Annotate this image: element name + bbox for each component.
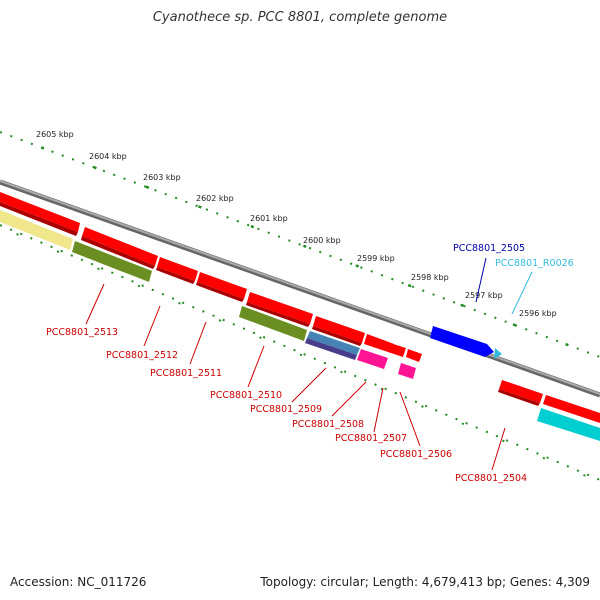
gene-feature[interactable]	[239, 306, 307, 341]
gene-label[interactable]: PCC8801_2504	[455, 473, 527, 484]
leader-line	[85, 283, 105, 325]
gene-feature[interactable]	[499, 380, 543, 403]
topology-text: Topology: circular; Length: 4,679,413 bp…	[260, 575, 590, 589]
gene-feature[interactable]	[406, 349, 422, 362]
kbp-label: 2605 kbp	[36, 130, 74, 139]
leader-line	[291, 367, 327, 403]
gene-feature-shade	[312, 326, 362, 346]
leader-line	[189, 321, 207, 365]
gene-feature-shade	[81, 236, 155, 269]
gene-feature[interactable]	[388, 343, 406, 357]
gene-label[interactable]: PCC8801_2511	[150, 368, 222, 379]
gene-features	[0, 192, 600, 441]
leader-line	[373, 387, 384, 433]
page-title: Cyanothece sp. PCC 8801, complete genome	[152, 10, 448, 25]
kbp-label: 2596 kbp	[519, 309, 557, 318]
gene-feature[interactable]	[357, 349, 388, 369]
gene-feature[interactable]	[430, 326, 494, 357]
gene-label[interactable]: PCC8801_2507	[335, 433, 407, 444]
leader-line	[331, 381, 367, 417]
gene-feature[interactable]	[543, 395, 600, 423]
gene-label[interactable]: PCC8801_2513	[46, 327, 118, 338]
kbp-label: 2601 kbp	[250, 214, 288, 223]
gene-feature[interactable]	[0, 192, 80, 232]
gene-label[interactable]: PCC8801_2506	[380, 449, 452, 460]
gene-feature[interactable]	[313, 316, 365, 343]
label-leaders	[85, 257, 533, 471]
accession-text: Accession: NC_011726	[10, 575, 147, 589]
kbp-label: 2603 kbp	[143, 173, 181, 182]
gene-feature-shade	[246, 302, 310, 327]
backbone-highlight	[0, 180, 600, 395]
gene-feature[interactable]	[0, 210, 73, 250]
kbp-label: 2602 kbp	[196, 194, 234, 203]
gene-feature[interactable]	[307, 331, 360, 355]
gene-feature[interactable]	[247, 292, 313, 324]
gene-feature-shade	[156, 267, 195, 284]
gene-label[interactable]: PCC8801_2510	[210, 390, 282, 401]
kbp-label: 2600 kbp	[303, 236, 341, 245]
leader-line	[247, 345, 265, 388]
gene-feature[interactable]	[72, 241, 152, 282]
gene-feature[interactable]	[197, 272, 247, 299]
gene-label[interactable]: PCC8801_2509	[250, 404, 322, 415]
gene-label[interactable]: PCC8801_R0026	[495, 258, 574, 269]
gene-label[interactable]: PCC8801_2505	[453, 243, 525, 254]
gene-feature[interactable]	[82, 227, 158, 266]
leader-line	[143, 305, 161, 347]
kbp-label: 2599 kbp	[357, 254, 395, 263]
gene-label[interactable]: PCC8801_2512	[106, 350, 178, 361]
gene-feature[interactable]	[305, 338, 357, 360]
gene-feature-shade	[196, 282, 244, 302]
gene-feature[interactable]	[494, 348, 502, 359]
genome-backbone	[0, 179, 600, 398]
gene-feature-shade	[0, 202, 78, 236]
gene-feature[interactable]	[537, 408, 600, 441]
gene-feature[interactable]	[364, 334, 394, 353]
gene-feature[interactable]	[398, 363, 416, 379]
kbp-label: 2604 kbp	[89, 152, 127, 161]
gene-feature-shade	[498, 389, 540, 406]
outer-tick-dots	[0, 131, 600, 358]
gene-label[interactable]: PCC8801_2508	[292, 419, 364, 430]
leader-line	[511, 271, 533, 315]
kbp-label: 2597 kbp	[465, 291, 503, 300]
leader-line	[399, 391, 421, 447]
leader-line	[491, 427, 506, 471]
outer-kbp-ruler	[0, 130, 600, 359]
kbp-label: 2598 kbp	[411, 273, 449, 282]
gene-feature[interactable]	[157, 257, 198, 281]
leader-line	[475, 257, 487, 303]
